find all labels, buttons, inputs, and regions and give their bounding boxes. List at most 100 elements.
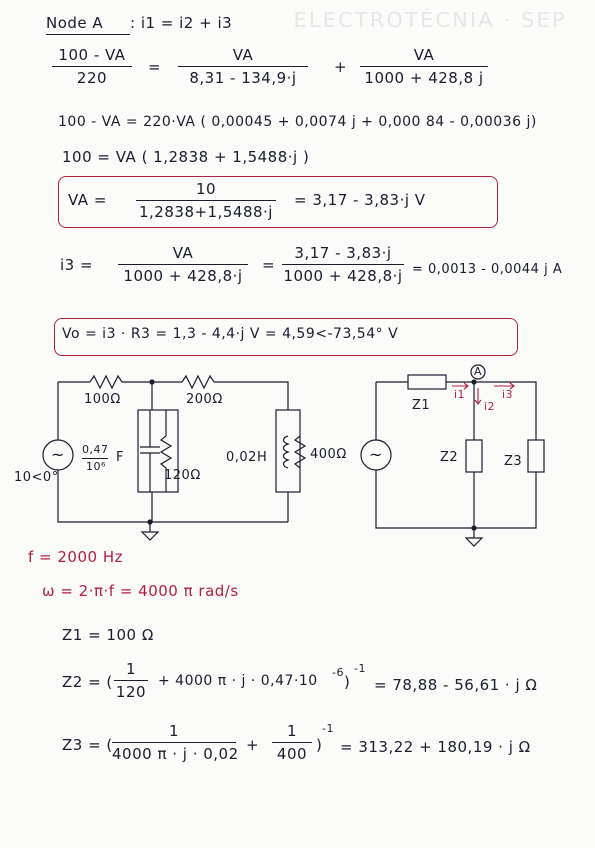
va-label: VA = (68, 191, 107, 209)
node-label: Node A (46, 14, 104, 32)
z3-fraction-1: 1 4000 π · j · 0,02 (112, 722, 239, 763)
fraction-denominator: 220 (76, 69, 108, 87)
fraction-bar (136, 200, 276, 201)
fraction-denominator: 1000 + 428,8·j (123, 267, 243, 285)
label-z1: Z1 (412, 398, 431, 413)
z3-value: = 313,22 + 180,19 · j Ω (340, 738, 531, 756)
fraction-denominator: 1000 + 428,8·j (283, 267, 403, 285)
background-text: ELECTROTÉCNIA · SEP (293, 8, 567, 32)
label-cap-unit: F (116, 450, 124, 465)
fraction-bar (112, 742, 236, 743)
fraction-lhs: 100 - VA 220 (52, 46, 132, 87)
i3-fraction-2: 3,17 - 3,83·j 1000 + 428,8·j (282, 244, 404, 285)
node-dot-a (471, 379, 477, 385)
omega-line: ω = 2·π·f = 4000 π rad/s (42, 582, 239, 600)
node-a-label: A (474, 365, 483, 378)
source-sine-icon-left: ~ (51, 445, 65, 464)
fraction-numerator: 3,17 - 3,83·j (294, 244, 392, 262)
label-200-ohm: 200Ω (186, 392, 223, 407)
z2-box (465, 439, 483, 473)
parallel-box-mid (137, 409, 179, 493)
z3-close-paren: ) (316, 736, 323, 754)
fraction-bar (114, 680, 148, 681)
z3-fraction-2: 1 400 (272, 722, 312, 763)
label-i3: i3 (502, 388, 514, 401)
source-sine-icon-right: ~ (369, 445, 383, 464)
fraction-r2: VA 1000 + 428,8 j (360, 46, 488, 87)
plus-sign: + (334, 58, 348, 76)
fraction-numerator: VA (232, 46, 254, 64)
fraction-numerator: 1 (125, 660, 137, 678)
vo-result-box (54, 318, 518, 356)
wire-top-right (214, 381, 289, 410)
label-i1: i1 (454, 388, 466, 401)
fraction-numerator: 1 (286, 722, 298, 740)
z2-value: = 78,88 - 56,61 · j Ω (374, 676, 538, 694)
equals-sign: = (262, 256, 276, 274)
fraction-denominator: 8,31 - 134,9·j (189, 69, 297, 87)
label-z3: Z3 (504, 454, 523, 469)
fraction-bar (272, 742, 312, 743)
i3-arrow (494, 382, 515, 390)
z1-box (407, 374, 447, 390)
label-inductor: 0,02H (226, 450, 268, 465)
z2-middle-term: + 4000 π · j · 0,47·10 (158, 673, 318, 689)
wire-bottom (57, 470, 288, 523)
resistor-100-zigzag (89, 374, 123, 390)
va-value: = 3,17 - 3,83·j V (294, 191, 426, 209)
label-z2: Z2 (440, 450, 459, 465)
node-a-circle (470, 364, 486, 380)
fraction-numerator: 10 (195, 180, 217, 198)
z3-label: Z3 = ( (62, 736, 113, 754)
fraction-numerator: VA (172, 244, 194, 262)
label-cap-num: 0,47 (82, 443, 109, 456)
va-result-box (58, 176, 498, 228)
label-cap-den: 10⁶ (86, 460, 106, 473)
expanded-equation: 100 - VA = 220·VA ( 0,00045 + 0,0074 j +… (58, 114, 537, 130)
z3-exponent: -1 (322, 722, 334, 735)
kcl-equation: : i1 = i2 + i3 (130, 14, 233, 32)
i3-fraction-1: VA 1000 + 428,8·j (118, 244, 248, 285)
label-100-ohm: 100Ω (84, 392, 121, 407)
fraction-bar (282, 264, 404, 265)
fraction-bar (52, 66, 132, 67)
resistor-200-zigzag (181, 374, 215, 390)
fraction-denominator: 1000 + 428,8 j (364, 69, 484, 87)
node-label-underline (46, 34, 130, 35)
fraction-r1: VA 8,31 - 134,9·j (178, 46, 308, 87)
i3-label: i3 = (60, 256, 94, 274)
i2-arrow (474, 388, 482, 405)
z2-close-paren: ) (344, 673, 351, 691)
z3-plus: + (246, 736, 260, 754)
fraction-bar (360, 66, 488, 67)
wire-r-bottom (375, 470, 537, 529)
va-fraction: 10 1,2838+1,5488·j (136, 180, 276, 221)
resistor-400-zigzag (293, 435, 307, 469)
ground-right (464, 528, 484, 547)
fraction-numerator: 100 - VA (58, 46, 126, 64)
label-400-ohm: 400Ω (310, 447, 347, 462)
z2-fraction: 1 120 (114, 660, 148, 701)
frequency-line: f = 2000 Hz (28, 548, 123, 566)
fraction-denominator: 400 (276, 745, 308, 763)
ground-left (140, 522, 160, 541)
fraction-bar (118, 264, 248, 265)
inductor-coil (282, 435, 290, 469)
resistor-120-zigzag (159, 410, 173, 492)
label-i2: i2 (484, 400, 496, 413)
equals-sign: = (148, 58, 162, 76)
cap-fraction-bar (82, 458, 108, 459)
fraction-bar (178, 66, 308, 67)
label-120-ohm: 120Ω (164, 468, 201, 483)
i3-value: = 0,0013 - 0,0044 j A (412, 262, 563, 277)
z2-exponent: -1 (354, 662, 366, 675)
z2-middle-exp: -6 (332, 666, 344, 679)
fraction-denominator: 4000 π · j · 0,02 (112, 745, 239, 763)
z1-value: Z1 = 100 Ω (62, 626, 154, 644)
fraction-denominator: 120 (115, 683, 147, 701)
i1-arrow (452, 382, 469, 390)
label-source: 10<0° (14, 470, 59, 485)
capacitor (140, 410, 160, 492)
